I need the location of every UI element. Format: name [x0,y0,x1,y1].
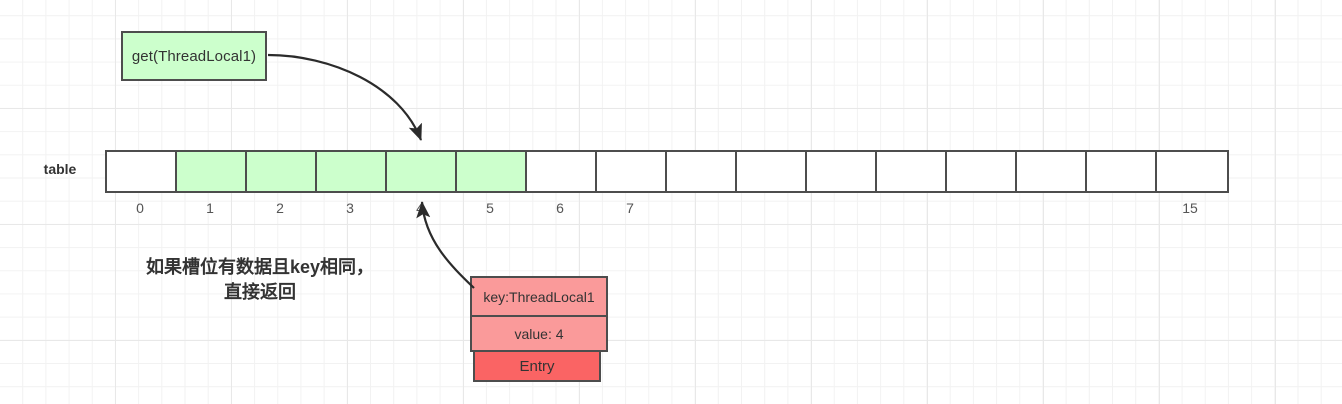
table-slot-11 [877,152,947,191]
table-slot-10 [807,152,877,191]
entry-footer: Entry [473,350,601,382]
annotation-note: 如果槽位有数据且key相同， 直接返回 [110,255,410,305]
entry-value-row: value: 4 [470,315,608,352]
entry-key-label: key:ThreadLocal1 [483,288,595,305]
table-slot-1 [177,152,247,191]
table-index-label-4: 4 [416,200,424,216]
table-slot-14 [1087,152,1157,191]
get-call-label: get(ThreadLocal1) [131,47,257,65]
annotation-note-line1: 如果槽位有数据且key相同， [145,257,375,277]
table-index-label-7: 7 [626,200,634,216]
table-slot-0 [107,152,177,191]
table-index-label-3: 3 [346,200,354,216]
entry-footer-label: Entry [519,357,555,375]
arrow-get-to-slot [267,53,423,141]
table-index-label-1: 1 [206,200,214,216]
table-slot-array [105,150,1229,193]
table-slot-9 [737,152,807,191]
table-index-label-2: 2 [276,200,284,216]
entry-box: key:ThreadLocal1 value: 4 Entry [470,276,608,382]
get-call-box: get(ThreadLocal1) [121,31,267,81]
table-index-label-5: 5 [486,200,494,216]
table-slot-2 [247,152,317,191]
table-slot-7 [597,152,667,191]
entry-value-label: value: 4 [514,325,564,342]
table-slot-12 [947,152,1017,191]
table-slot-15 [1157,152,1227,191]
table-slot-3 [317,152,387,191]
table-label: table [43,161,77,177]
table-slot-6 [527,152,597,191]
table-slot-13 [1017,152,1087,191]
table-slot-5 [457,152,527,191]
table-index-label-15: 15 [1182,200,1198,216]
table-slot-8 [667,152,737,191]
annotation-note-line2: 直接返回 [224,282,296,302]
table-index-label-0: 0 [136,200,144,216]
entry-key-row: key:ThreadLocal1 [470,276,608,315]
table-index-label-6: 6 [556,200,564,216]
table-slot-4 [387,152,457,191]
